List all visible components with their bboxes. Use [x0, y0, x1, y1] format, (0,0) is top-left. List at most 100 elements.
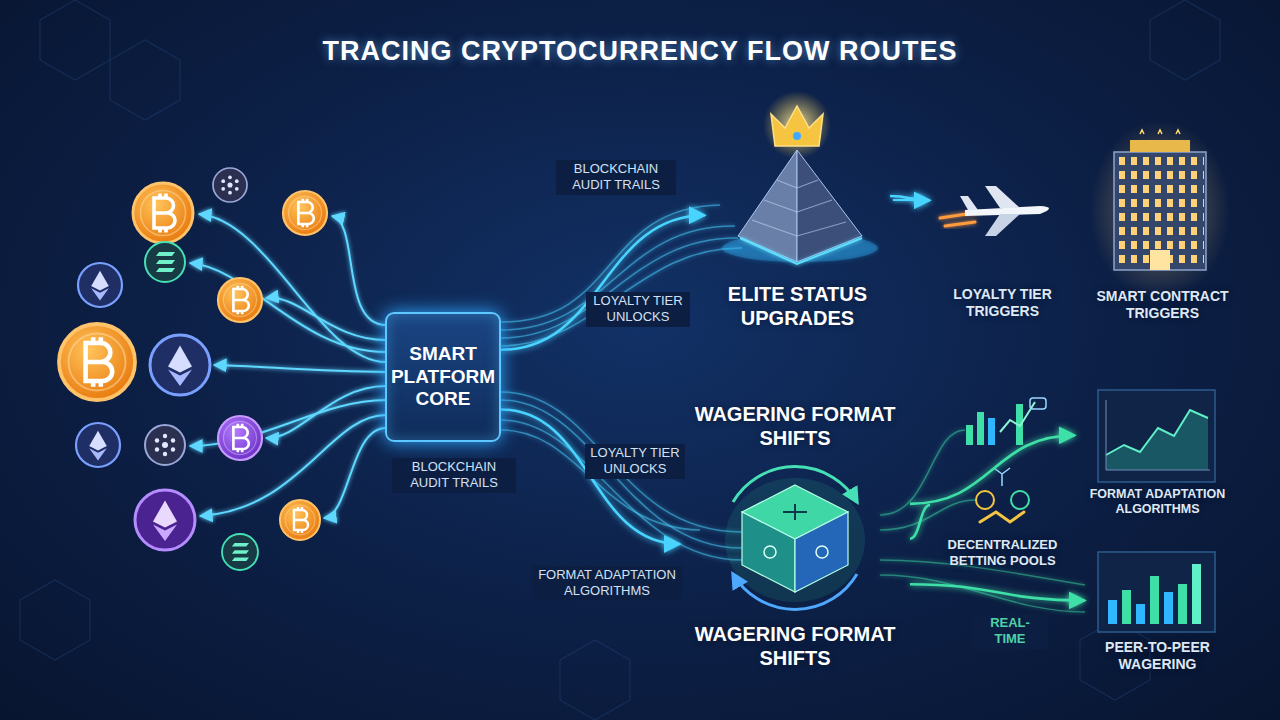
- airplane-node: LOYALTY TIER TRIGGERS: [930, 180, 1075, 325]
- chart-node: FORMAT ADAPTATION ALGORITHMS: [1075, 385, 1240, 521]
- bar-chart: [1098, 552, 1215, 632]
- node-label: FORMAT ADAPTATION ALGORITHMS: [1075, 487, 1240, 517]
- art-rect: [977, 412, 984, 445]
- flow-label: REAL-TIME: [972, 614, 1048, 649]
- art-polygon: [20, 580, 90, 660]
- art-polygon: [797, 150, 862, 262]
- art-path: [783, 504, 807, 520]
- art-path: [501, 248, 742, 346]
- output-streams: [880, 430, 1085, 612]
- node-label: WAGERING FORMAT SHIFTS: [680, 622, 910, 670]
- cube-icon: [725, 467, 865, 610]
- hex-background: [20, 0, 1220, 720]
- art-use: [133, 183, 193, 243]
- art-path: [740, 238, 862, 264]
- art-use: [213, 168, 247, 202]
- art-use: [280, 500, 320, 540]
- mini-charts: [966, 398, 1046, 445]
- node-label: LOYALTY TIER TRIGGERS: [930, 286, 1075, 320]
- art-rect: [1178, 584, 1187, 624]
- art-path: [752, 180, 846, 236]
- art-path: [501, 420, 742, 560]
- art-use: [59, 324, 135, 400]
- art-path: [980, 512, 1024, 522]
- art-rect: [1164, 592, 1173, 624]
- flow-label: BLOCKCHAIN AUDIT TRAILS: [392, 458, 516, 493]
- art-path: [501, 430, 700, 530]
- art-use: [145, 242, 185, 282]
- hotel-node: SMART CONTRACT TRIGGERS: [1085, 120, 1240, 326]
- art-polygon: [110, 40, 180, 120]
- art-circle: [976, 491, 994, 509]
- chart-node: PEER-TO-PEER WAGERING: [1085, 545, 1230, 677]
- art-path: [266, 386, 386, 438]
- art-rect: [1116, 156, 1204, 264]
- coin-arrows: [190, 214, 386, 518]
- art-polygon: [742, 512, 795, 592]
- flow-connector: [890, 196, 930, 200]
- art-path: [1140, 130, 1180, 134]
- node-label: WAGERING FORMAT SHIFTS: [680, 402, 910, 450]
- flow-label: LOYALTY TIER UNLOCKS: [586, 292, 690, 327]
- art-rect: [1150, 250, 1170, 270]
- art-circle: [764, 546, 776, 558]
- art-use: [218, 278, 262, 322]
- art-rect: [1098, 552, 1215, 632]
- node-label: DECENTRALIZED BETTING POOLS: [930, 537, 1075, 568]
- art-path: [733, 574, 857, 609]
- art-path: [324, 428, 386, 518]
- art-path: [214, 365, 386, 372]
- node-label: SMART PLATFORM CORE: [385, 343, 501, 411]
- airplane-icon: [940, 186, 1049, 236]
- pool-node: DECENTRALIZED BETTING POOLS: [930, 475, 1075, 575]
- flow-connector: [910, 505, 930, 539]
- art-path: [266, 298, 386, 340]
- art-circle: [816, 546, 828, 558]
- art-rect: [988, 418, 995, 445]
- node-label: PEER-TO-PEER WAGERING: [1085, 639, 1230, 673]
- art-path: [733, 467, 857, 502]
- art-use: [135, 490, 195, 550]
- flow-connector: [910, 584, 1085, 600]
- data-streams: [501, 205, 742, 560]
- art-use: [222, 534, 258, 570]
- node-label: SMART CONTRACT TRIGGERS: [1085, 288, 1240, 322]
- art-path: [994, 468, 1010, 486]
- art-path: [985, 214, 1020, 236]
- hotel-icon: [1090, 120, 1230, 300]
- art-circle: [1011, 491, 1029, 509]
- flow-label: BLOCKCHAIN AUDIT TRAILS: [556, 160, 676, 195]
- art-rect: [1130, 140, 1190, 152]
- art-use: [283, 191, 327, 235]
- art-polygon: [40, 0, 110, 80]
- art-rect: [1114, 152, 1206, 270]
- art-use: [150, 335, 210, 395]
- cube-node: WAGERING FORMAT SHIFTS WAGERING FORMAT SH…: [680, 402, 910, 670]
- art-rect: [1122, 590, 1131, 624]
- art-rect: [1108, 600, 1117, 624]
- flow-label: LOYALTY TIER UNLOCKS: [585, 444, 685, 479]
- art-rect: [966, 425, 973, 445]
- pyramid-icon: [722, 91, 878, 264]
- art-path: [332, 216, 386, 325]
- art-polygon: [738, 150, 797, 262]
- art-use: [145, 425, 185, 465]
- area-chart: [1098, 390, 1215, 482]
- art-path: [1106, 410, 1208, 470]
- art-path: [1106, 400, 1210, 470]
- coin-icons: [59, 168, 327, 570]
- status-node: ELITE STATUS UPGRADES: [705, 100, 890, 340]
- art-use: [218, 416, 262, 460]
- art-rect: [1192, 564, 1201, 624]
- art-rect: [1150, 576, 1159, 624]
- art-path: [199, 214, 386, 362]
- art-polygon: [795, 512, 848, 592]
- flow-connector: [910, 435, 1075, 504]
- art-polygon: [1150, 0, 1220, 80]
- art-rect: [1136, 604, 1145, 624]
- diagram-title: TRACING CRYPTOCURRENCY FLOW ROUTES: [0, 36, 1280, 67]
- art-path: [1106, 410, 1208, 455]
